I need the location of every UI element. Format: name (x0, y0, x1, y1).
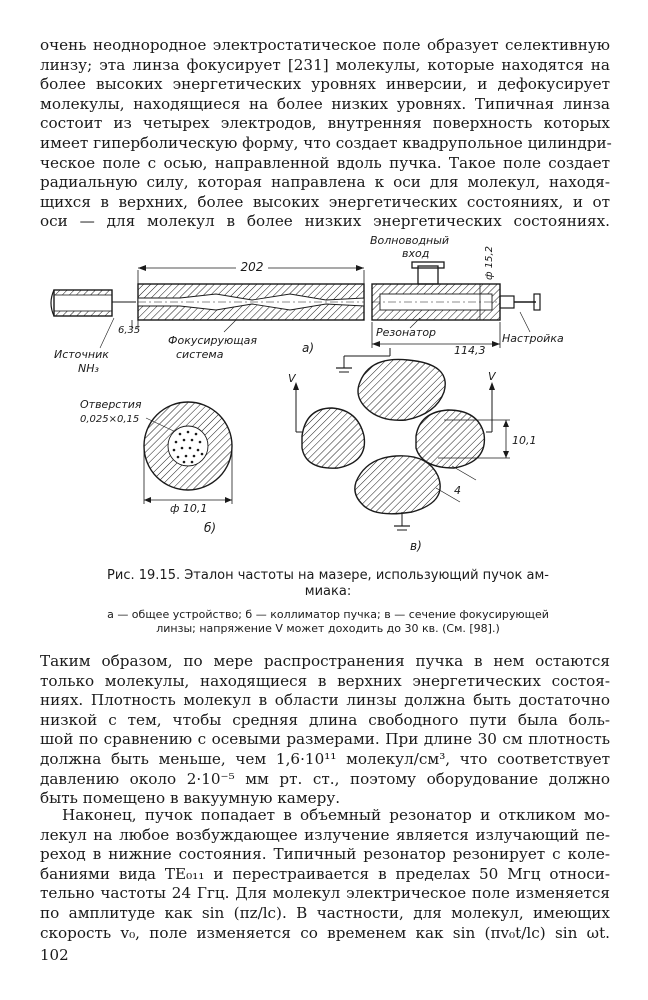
label-v-right: V (488, 370, 497, 383)
text-line: по амплитуде как sin (πz/lc). В частност… (40, 903, 610, 922)
label-system: система (176, 348, 224, 361)
electrode-left (301, 407, 366, 469)
text-line: ниях. Плотность молекул в области линзы … (40, 691, 610, 710)
text-line: ческое поле с осью, направленной вдоль п… (40, 153, 610, 172)
label-hole: Отверстия (80, 398, 142, 411)
label-v-left: V (288, 372, 297, 385)
text-line: молекулы, находящиеся на более низких ур… (40, 94, 610, 113)
label-waveguide: Волноводный (370, 234, 449, 247)
text-line: лекул на любое возбуждающее излучение яв… (40, 825, 610, 844)
resonator (371, 261, 541, 321)
electrode-bottom (354, 455, 441, 515)
label-tuning: Настройка (502, 332, 564, 345)
dimension-114-3: 114,3 (454, 344, 486, 357)
dimension-202: 202 (241, 260, 264, 274)
text-line: баниями вида TE₀₁₁ и перестраивается в п… (40, 864, 610, 883)
text-line: должна быть меньше, чем 1,6·10¹¹ молекул… (40, 749, 610, 768)
text-line: радиальную силу, которая направлена к ос… (40, 173, 610, 192)
label-nh3: NH₃ (78, 362, 100, 375)
figure-caption-legend: а — общее устройство; б — коллиматор пуч… (40, 608, 616, 636)
text-line: быть помещено в вакуумную камеру. (40, 789, 341, 808)
dimension-phi-10-1: ф 10,1 (170, 502, 207, 515)
diagram-general-setup: 202 ф 15,2 6,35 114,3 Волноводный вход Р… (50, 234, 564, 375)
text-line: только молекулы, находящиеся в верхних э… (40, 671, 610, 690)
dimension-hole: 0,025×0,15 (80, 414, 139, 425)
label-input: вход (402, 247, 429, 260)
dimension-6-35: 6,35 (118, 325, 140, 336)
label-focusing: Фокусирующая (168, 334, 257, 347)
text-line: линзу; эта линза фокусирует [231] молеку… (40, 55, 610, 74)
text-line: низкой с тем, чтобы средняя длина свобод… (40, 710, 610, 729)
text-line: Наконец, пучок попадает в объемный резон… (62, 806, 610, 824)
diagram-lens-section: V V 10,1 4 в) (288, 348, 537, 553)
label-source: Источник (54, 348, 109, 361)
electrode-right (415, 409, 486, 469)
dimension-4: 4 (454, 484, 461, 497)
text-line: тельно частоты 24 Ггц. Для молекул элект… (40, 884, 610, 903)
maser-figure: 202 ф 15,2 6,35 114,3 Волноводный вход Р… (50, 234, 564, 553)
paragraph-middle: Таким образом, по мере распространения п… (40, 652, 610, 809)
dimension-phi-15-2: ф 15,2 (484, 246, 495, 280)
text-line: Таким образом, по мере распространения п… (40, 652, 610, 670)
text-line: скорость v₀, поле изменяется со временем… (40, 923, 610, 942)
text-line: реход в нижние состояния. Типичный резон… (40, 845, 610, 864)
figure-caption-title: Рис. 19.15. Эталон частоты на мазере, ис… (40, 568, 616, 600)
text-line: более высоких энергетических уровнях инв… (40, 75, 610, 94)
caption-line: Рис. 19.15. Эталон частоты на мазере, ис… (107, 568, 549, 583)
caption-line: миака: (304, 584, 352, 599)
diagram-collimator: Отверстия 0,025×0,15 ф 10,1 б) (80, 398, 233, 535)
label-b: б) (204, 521, 216, 535)
paragraph-top: очень неоднородное электростатическое по… (40, 36, 612, 232)
electrode-top (357, 358, 446, 421)
text-line: давлению около 2·10⁻⁵ мм рт. ст., поэтом… (40, 769, 610, 788)
label-resonator: Резонатор (376, 326, 436, 339)
ammonia-source (50, 289, 136, 317)
caption-line: а — общее устройство; б — коллиматор пуч… (107, 608, 549, 621)
dimension-10-1: 10,1 (512, 434, 537, 447)
paragraph-bottom: Наконец, пучок попадает в объемный резон… (40, 806, 610, 943)
focusing-system (137, 283, 365, 321)
text-line: очень неоднородное электростатическое по… (40, 36, 610, 54)
page-number: 102 (40, 946, 69, 964)
text-line: щихся в верхних, более высоких энергетич… (40, 192, 610, 211)
label-a: а) (302, 341, 314, 355)
collimator-holes (172, 430, 204, 464)
text-line: оси — для молекул в более низких энергет… (40, 212, 610, 231)
label-c: в) (410, 539, 422, 553)
text-line: шой по сравнению с осевыми размерами. Пр… (40, 730, 610, 749)
caption-line: линзы; напряжение V может доходить до 30… (156, 622, 500, 635)
text-line: имеет гиперболическую форму, что создает… (40, 133, 612, 152)
text-line: состоит из четырех электродов, внутрення… (40, 114, 610, 133)
